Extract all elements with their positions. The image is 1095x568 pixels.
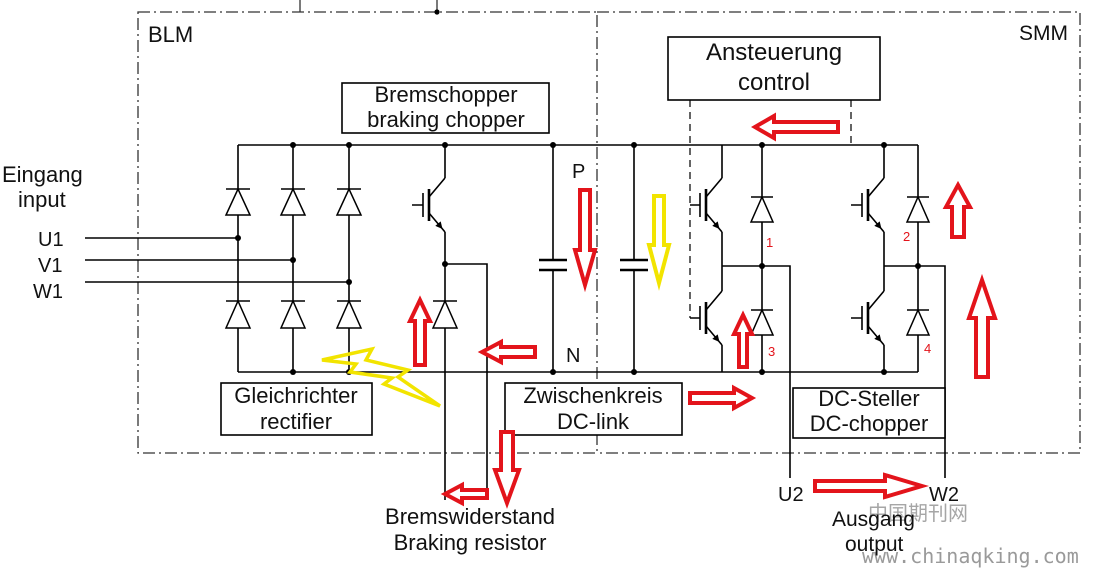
rectifier-diode-v-upper <box>279 187 307 216</box>
dc-chopper-label-de: DC-Steller <box>818 386 919 411</box>
dc-chopper-igbt-left-upper <box>690 177 723 233</box>
braking-chopper-label-en: braking chopper <box>367 107 525 132</box>
braking-chopper-box-border <box>341 82 550 134</box>
braking-resistor-label-en: Braking resistor <box>394 530 547 555</box>
rectifier-diode-w-upper <box>335 187 363 216</box>
control-box: Ansteuerung control <box>667 36 881 101</box>
upper-frame-stubs <box>299 0 438 12</box>
switch-number-3: 3 <box>768 344 775 359</box>
dc-bus-positive-label: P <box>572 161 585 183</box>
rectifier-diode-u-lower <box>224 299 252 329</box>
arrow-up-braking-diode <box>406 295 434 367</box>
igbt-switches <box>412 177 885 346</box>
module-frames <box>137 0 1081 454</box>
rectifier-diode-u-upper <box>224 187 252 216</box>
arrow-up-switch-3 <box>730 310 756 369</box>
arrow-left-top-rail <box>751 112 840 142</box>
arrow-down-dc-link-alternate <box>646 194 672 291</box>
dc-chopper-igbt-right-lower <box>851 290 885 346</box>
switch-number-2: 2 <box>903 229 910 244</box>
dc-chopper-label-en: DC-chopper <box>810 411 929 436</box>
dc-link-box: Zwischenkreis DC-link <box>504 382 683 436</box>
dc-link-label-en: DC-link <box>557 409 630 434</box>
braking-chopper-label-de: Bremschopper <box>374 82 517 107</box>
input-label-en: input <box>18 187 66 212</box>
dc-chopper-diode-1 <box>749 195 775 223</box>
dc-link-capacitor-leads <box>552 145 635 372</box>
lightning-bolt-icon <box>321 346 441 408</box>
input-phase-w1: W1 <box>33 281 63 303</box>
input-phase-u1: U1 <box>38 229 64 251</box>
dc-chopper-diode-2 <box>905 195 931 223</box>
dc-bus-negative-label: N <box>566 345 580 367</box>
dc-chopper-left-leg <box>721 145 791 478</box>
rectifier-diode-v-lower <box>279 299 307 329</box>
dc-chopper-box: DC-Steller DC-chopper <box>792 386 946 439</box>
control-box-border <box>667 36 881 101</box>
rectifier-label-en: rectifier <box>260 409 332 434</box>
rectifier-box: Gleichrichter rectifier <box>220 382 373 436</box>
rectifier-diode-w-lower <box>335 299 363 329</box>
rectifier-label-de: Gleichrichter <box>234 383 357 408</box>
braking-resistor-label-de: Bremswiderstand <box>385 504 555 529</box>
diodes <box>224 187 931 336</box>
arrow-left-negative-rail <box>477 338 537 366</box>
arrow-down-dc-link <box>572 188 598 293</box>
blm-module-label: BLM <box>148 22 193 47</box>
blm-module-frame <box>137 11 598 454</box>
arrow-down-braking-resistor <box>492 430 522 509</box>
dc-chopper-right-leg <box>883 145 946 478</box>
braking-chopper-box: Bremschopper braking chopper <box>341 82 550 134</box>
dc-chopper-box-border <box>792 387 946 439</box>
switch-number-4: 4 <box>924 341 931 356</box>
input-phase-v1: V1 <box>38 255 62 277</box>
dc-chopper-diode-4 <box>905 308 931 336</box>
output-label-de: Ausgang <box>832 508 915 531</box>
output-label-en: output <box>845 533 904 556</box>
watermark-url: www.chinaqking.com <box>862 544 1079 568</box>
arrow-right-dc-link <box>688 384 757 412</box>
arrow-up-right-leg <box>966 273 998 379</box>
control-signal-lines <box>689 100 852 318</box>
arrow-right-output <box>813 472 930 500</box>
output-terminal-u2: U2 <box>778 484 804 506</box>
braking-chopper-igbt <box>412 177 446 233</box>
braking-chopper-wiring <box>444 145 488 500</box>
junction-dots <box>235 142 921 375</box>
capacitor-1 <box>539 258 567 272</box>
dc-link-label-de: Zwischenkreis <box>523 383 662 408</box>
dc-chopper-diode-3 <box>749 308 775 336</box>
smm-module-label: SMM <box>1019 22 1068 45</box>
control-box-label-de: Ansteuerung <box>706 39 842 66</box>
arrow-left-braking-resistor <box>440 481 489 507</box>
arrow-up-switch-2 <box>942 180 974 239</box>
rectifier-box-border <box>220 382 373 436</box>
switch-number-1: 1 <box>766 235 773 250</box>
control-box-label-en: control <box>738 69 810 96</box>
dc-link-capacitors <box>539 258 648 272</box>
braking-chopper-diode <box>431 299 459 329</box>
capacitor-2 <box>620 258 648 272</box>
current-flow-arrows <box>321 112 998 509</box>
input-phase-lines <box>85 237 349 283</box>
dc-chopper-igbt-right-upper <box>851 177 885 233</box>
frame-junction-dot <box>434 9 440 15</box>
watermark-site-name: 中国期刊网 <box>868 501 968 525</box>
output-terminal-w2: W2 <box>929 484 959 506</box>
dc-chopper-igbt-left-lower <box>690 290 723 346</box>
dc-link-box-border <box>504 382 683 436</box>
input-label-de: Eingang <box>2 162 83 187</box>
